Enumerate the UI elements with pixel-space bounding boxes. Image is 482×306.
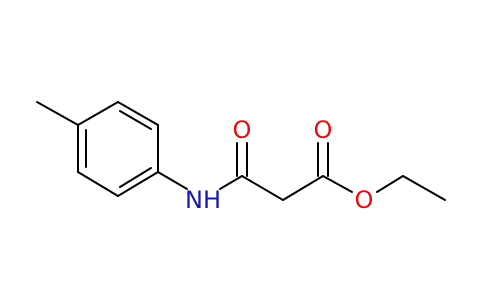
- amide-oxygen-label: O: [233, 116, 252, 144]
- bond-methyl: [36, 101, 79, 126]
- benzene-ring: [77, 101, 159, 197]
- ring-bond: [117, 171, 159, 197]
- bond-c-o: [322, 175, 353, 193]
- bond-ch2-ch3: [402, 175, 446, 201]
- bond-ch2-c: [282, 175, 324, 201]
- ring-double-bond: [119, 167, 152, 188]
- bond-o-ch2: [376, 175, 404, 193]
- ring-bond: [117, 101, 159, 126]
- ring-bond: [77, 101, 119, 126]
- bond-ring-n: [157, 171, 188, 190]
- bond-c-ch2: [241, 175, 284, 201]
- amide-nitrogen-label: NH: [185, 186, 221, 214]
- ring-double-bond: [119, 110, 152, 130]
- ring-bond: [77, 171, 119, 197]
- ester-oxygen-label: O: [355, 186, 374, 214]
- bond-n-c: [219, 175, 243, 190]
- ester-carbonyl-oxygen-label: O: [314, 116, 333, 144]
